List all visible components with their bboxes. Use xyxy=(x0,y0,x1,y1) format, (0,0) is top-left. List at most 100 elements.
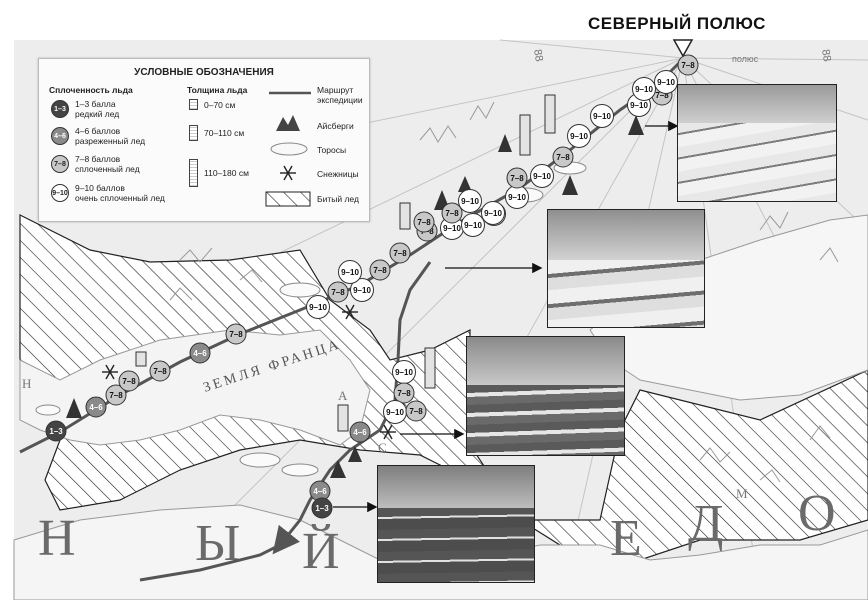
ice-concentration-marker: 9–10 xyxy=(505,185,529,209)
iceberg-icon xyxy=(562,175,578,195)
conc-circle: 9–10 xyxy=(51,184,69,202)
ice-concentration-marker: 9–10 xyxy=(530,164,554,188)
marker-circle xyxy=(632,77,656,101)
thickness-bar xyxy=(337,404,349,432)
marker-label: 7–8 xyxy=(153,367,167,376)
broken-ice-zone xyxy=(19,214,868,561)
meridian-label-a: 88 xyxy=(531,48,545,62)
marker-label: 7–8 xyxy=(409,407,423,416)
marker-label: 7–8 xyxy=(556,153,570,162)
marker-label: 7–8 xyxy=(417,218,431,227)
marker-label: 4–6 xyxy=(353,428,367,437)
ice-photo-1 xyxy=(677,84,837,202)
hummock-icon xyxy=(35,404,61,416)
ice-concentration-marker: 9–10 xyxy=(338,260,362,284)
marker-label: 9–10 xyxy=(484,209,502,218)
svg-text:Ы: Ы xyxy=(195,515,240,572)
marker-label: 9–10 xyxy=(353,286,371,295)
conc-circle: 1–3 xyxy=(51,100,69,118)
ice-concentration-marker: 9–10 xyxy=(590,104,614,128)
legend-hummocks: Торосы xyxy=(317,145,347,155)
ice-concentration-marker: 9–10 xyxy=(392,360,416,384)
ice-concentration-marker: 1–3 xyxy=(45,420,67,442)
hummock-icon xyxy=(239,452,281,468)
broken-ice-swatch xyxy=(265,191,311,207)
marker-circle xyxy=(405,400,427,422)
marker-circle xyxy=(654,70,678,94)
marker-label: 9–10 xyxy=(593,112,611,121)
marker-circle xyxy=(567,124,591,148)
marker-label: 7–8 xyxy=(373,266,387,275)
marker-label: 1–3 xyxy=(315,504,329,513)
thickness-swatch xyxy=(189,159,198,187)
thickness-swatch xyxy=(189,125,198,141)
ice-concentration-marker: 1–3 xyxy=(311,497,333,519)
marker-circle xyxy=(413,211,435,233)
marker-circle xyxy=(481,201,505,225)
ice-concentration-marker: 7–8 xyxy=(225,323,247,345)
ice-concentration-marker: 4–6 xyxy=(349,421,371,443)
legend-concentration-heading: Сплоченность льда xyxy=(49,85,133,95)
snowflake-icon xyxy=(380,424,396,440)
marker-circle xyxy=(349,421,371,443)
thickness-swatch xyxy=(189,99,198,110)
marker-circle xyxy=(350,278,374,302)
expedition-route-branch xyxy=(272,261,432,555)
iceberg-icon xyxy=(276,115,300,131)
snowflake-icon xyxy=(342,304,358,320)
marker-label: 7–8 xyxy=(510,174,524,183)
svg-text:Е: Е xyxy=(610,510,642,567)
iceberg-icon xyxy=(330,460,346,478)
legend-thickness-3: 110–180 см xyxy=(189,159,249,187)
marker-circle xyxy=(311,497,333,519)
svg-text:Й: Й xyxy=(302,523,340,580)
legend-snowflakes: Снежницы xyxy=(317,169,359,179)
marker-label: 7–8 xyxy=(655,91,669,100)
marker-circle xyxy=(338,260,362,284)
marker-label: 1–3 xyxy=(49,427,63,436)
north-pole-title: СЕВЕРНЫЙ ПОЛЮС xyxy=(588,14,766,33)
marker-circle xyxy=(393,382,415,404)
marker-label: 9–10 xyxy=(309,303,327,312)
marker-label: 4–6 xyxy=(313,487,327,496)
north-pole-marker xyxy=(672,39,694,58)
svg-text:С: С xyxy=(378,440,387,455)
marker-label: 7–8 xyxy=(393,249,407,258)
ice-concentration-marker: 7–8 xyxy=(677,54,699,76)
ice-concentration-marker: 7–8 xyxy=(441,202,463,224)
marker-circle xyxy=(85,396,107,418)
conc-circle: 4–6 xyxy=(51,127,69,145)
svg-text:О: О xyxy=(798,485,836,542)
marker-circle xyxy=(369,259,391,281)
marker-circle xyxy=(327,281,349,303)
map-big-letters: Н Ы Й Е Д О xyxy=(38,485,836,580)
ice-concentration-marker: 7–8 xyxy=(327,281,349,303)
marker-label: 9–10 xyxy=(386,408,404,417)
legend-icebergs: Айсберги xyxy=(317,121,354,131)
svg-text:Д: Д xyxy=(688,495,723,552)
marker-label: 9–10 xyxy=(533,172,551,181)
marker-circle xyxy=(461,213,485,237)
iceberg-icon xyxy=(628,115,644,135)
marker-label: 9–10 xyxy=(570,132,588,141)
legend-panel: УСЛОВНЫЕ ОБОЗНАЧЕНИЯ Сплоченность льда Т… xyxy=(38,58,370,222)
ice-concentration-marker: 7–8 xyxy=(389,242,411,264)
icebergs xyxy=(66,115,644,478)
conc-circle: 7–8 xyxy=(51,155,69,173)
marker-circle xyxy=(306,295,330,319)
ice-photo-3 xyxy=(466,336,625,456)
legend-broken-ice: Битый лед xyxy=(317,194,359,204)
map-small-letters: А С М Н xyxy=(22,376,748,501)
marker-circle xyxy=(225,323,247,345)
ice-concentration-marker: 7–8 xyxy=(118,370,140,392)
thickness-bar xyxy=(135,351,147,367)
marker-label: 4–6 xyxy=(89,403,103,412)
route-line-icon xyxy=(269,91,311,95)
marker-circle xyxy=(45,420,67,442)
marker-label: 9–10 xyxy=(630,101,648,110)
snowflake-icon xyxy=(280,165,296,181)
